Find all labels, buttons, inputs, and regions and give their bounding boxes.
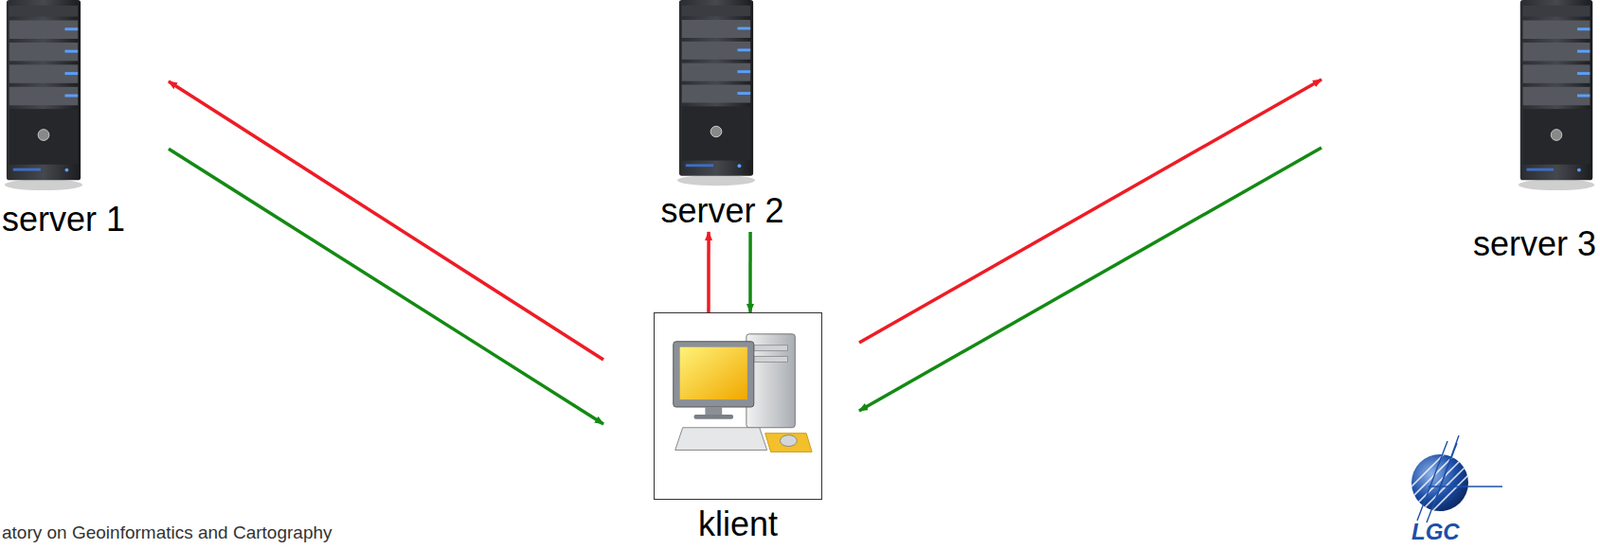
- request-arrow: [859, 147, 1322, 412]
- request-arrow: [859, 79, 1322, 343]
- request-arrow: [168, 81, 604, 360]
- client-node: klient: [603, 312, 860, 549]
- server-icon: [674, 0, 758, 190]
- server-node: server 2: [658, 0, 787, 233]
- server-icon: [1515, 0, 1598, 195]
- footer-text: atory on Geoinformatics and Cartography: [1, 522, 333, 544]
- request-arrow: [168, 148, 604, 425]
- server-icon: [1, 0, 86, 195]
- logo-text: LGC: [1411, 519, 1460, 546]
- node-label: klient: [653, 505, 823, 544]
- client-frame: [653, 312, 823, 501]
- node-label: server 2: [658, 192, 787, 231]
- node-label: server 1: [1, 200, 126, 239]
- request-arrow: [706, 232, 711, 313]
- node-label: server 3: [1473, 225, 1597, 264]
- server-node: server 1: [0, 0, 169, 249]
- request-arrow: [748, 232, 753, 313]
- server-node: server 3: [1321, 0, 1600, 266]
- lgc-logo: [1400, 433, 1505, 525]
